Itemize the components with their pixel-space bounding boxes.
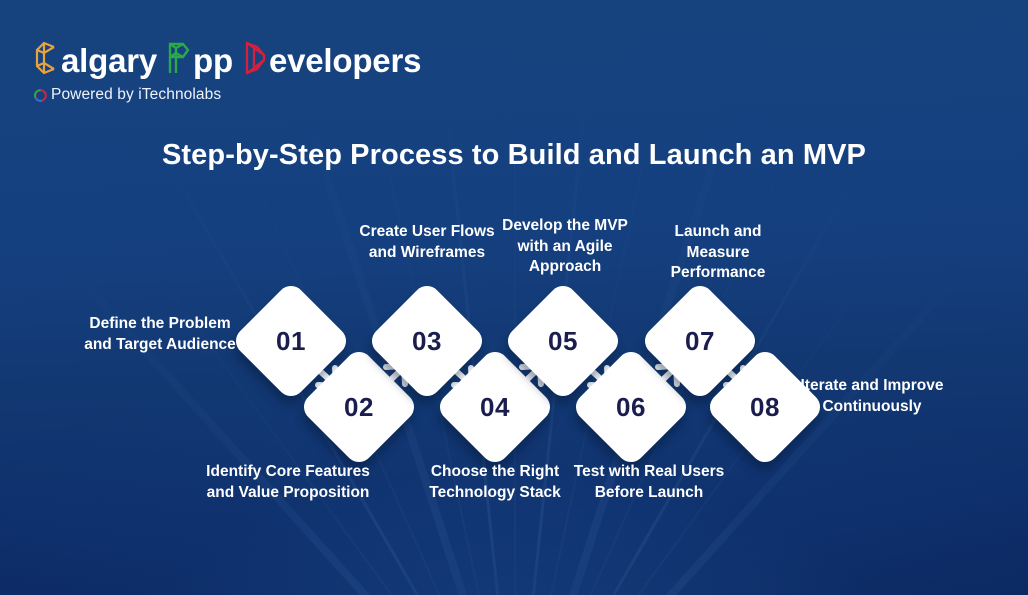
step-caption-04: Choose the Right Technology Stack [429,463,561,501]
step-caption-06: Test with Real Users Before Launch [573,463,725,501]
step-caption-01: Define the Problem and Target Audience [84,315,236,353]
step-number: 07 [685,325,715,356]
letter-a-hex-icon [166,41,192,75]
brand-name-part-3: pp [193,42,233,79]
letter-c-hex-icon [34,41,60,75]
step-number: 06 [616,391,646,422]
step-caption-03: Create User Flows and Wireframes [359,223,495,261]
step-caption-08: Iterate and Improve Continuously [800,377,944,415]
brand-name-part-1: algary [61,42,158,79]
step-caption-02: Identify Core Features and Value Proposi… [206,463,370,501]
step-diamond-03[interactable]: 03 [366,280,488,402]
step-number: 02 [344,391,374,422]
brand-name-part-5: evelopers [268,42,422,79]
step-number: 01 [276,325,306,356]
step-diamond-01[interactable]: 01 [230,280,352,402]
step-diamond-02[interactable]: 02 [298,346,420,468]
step-diamond-05[interactable]: 05 [502,280,624,402]
step-number: 04 [480,391,510,422]
step-number: 03 [412,325,442,356]
step-diamond-08[interactable]: 08 [704,346,826,468]
step-diamond-04[interactable]: 04 [434,346,556,468]
step-number: 05 [548,325,578,356]
brand-tagline-text: Powered by iTechnolabs [51,86,222,103]
step-caption-07: Launch and Measure Performance [670,223,766,281]
brand-tagline: Powered by iTechnolabs [33,86,421,104]
page-title: Step-by-Step Process to Build and Launch… [161,139,866,171]
letter-d-hex-icon [242,41,268,75]
step-number: 08 [750,391,780,422]
circle-logo-icon [33,88,47,102]
brand-logo[interactable]: algary pp evel [33,38,421,104]
step-diamond-07[interactable]: 07 [639,280,761,402]
step-caption-05: Develop the MVP with an Agile Approach [502,217,628,275]
step-diamond-06[interactable]: 06 [570,346,692,468]
brand-name: algary pp evel [34,38,421,77]
